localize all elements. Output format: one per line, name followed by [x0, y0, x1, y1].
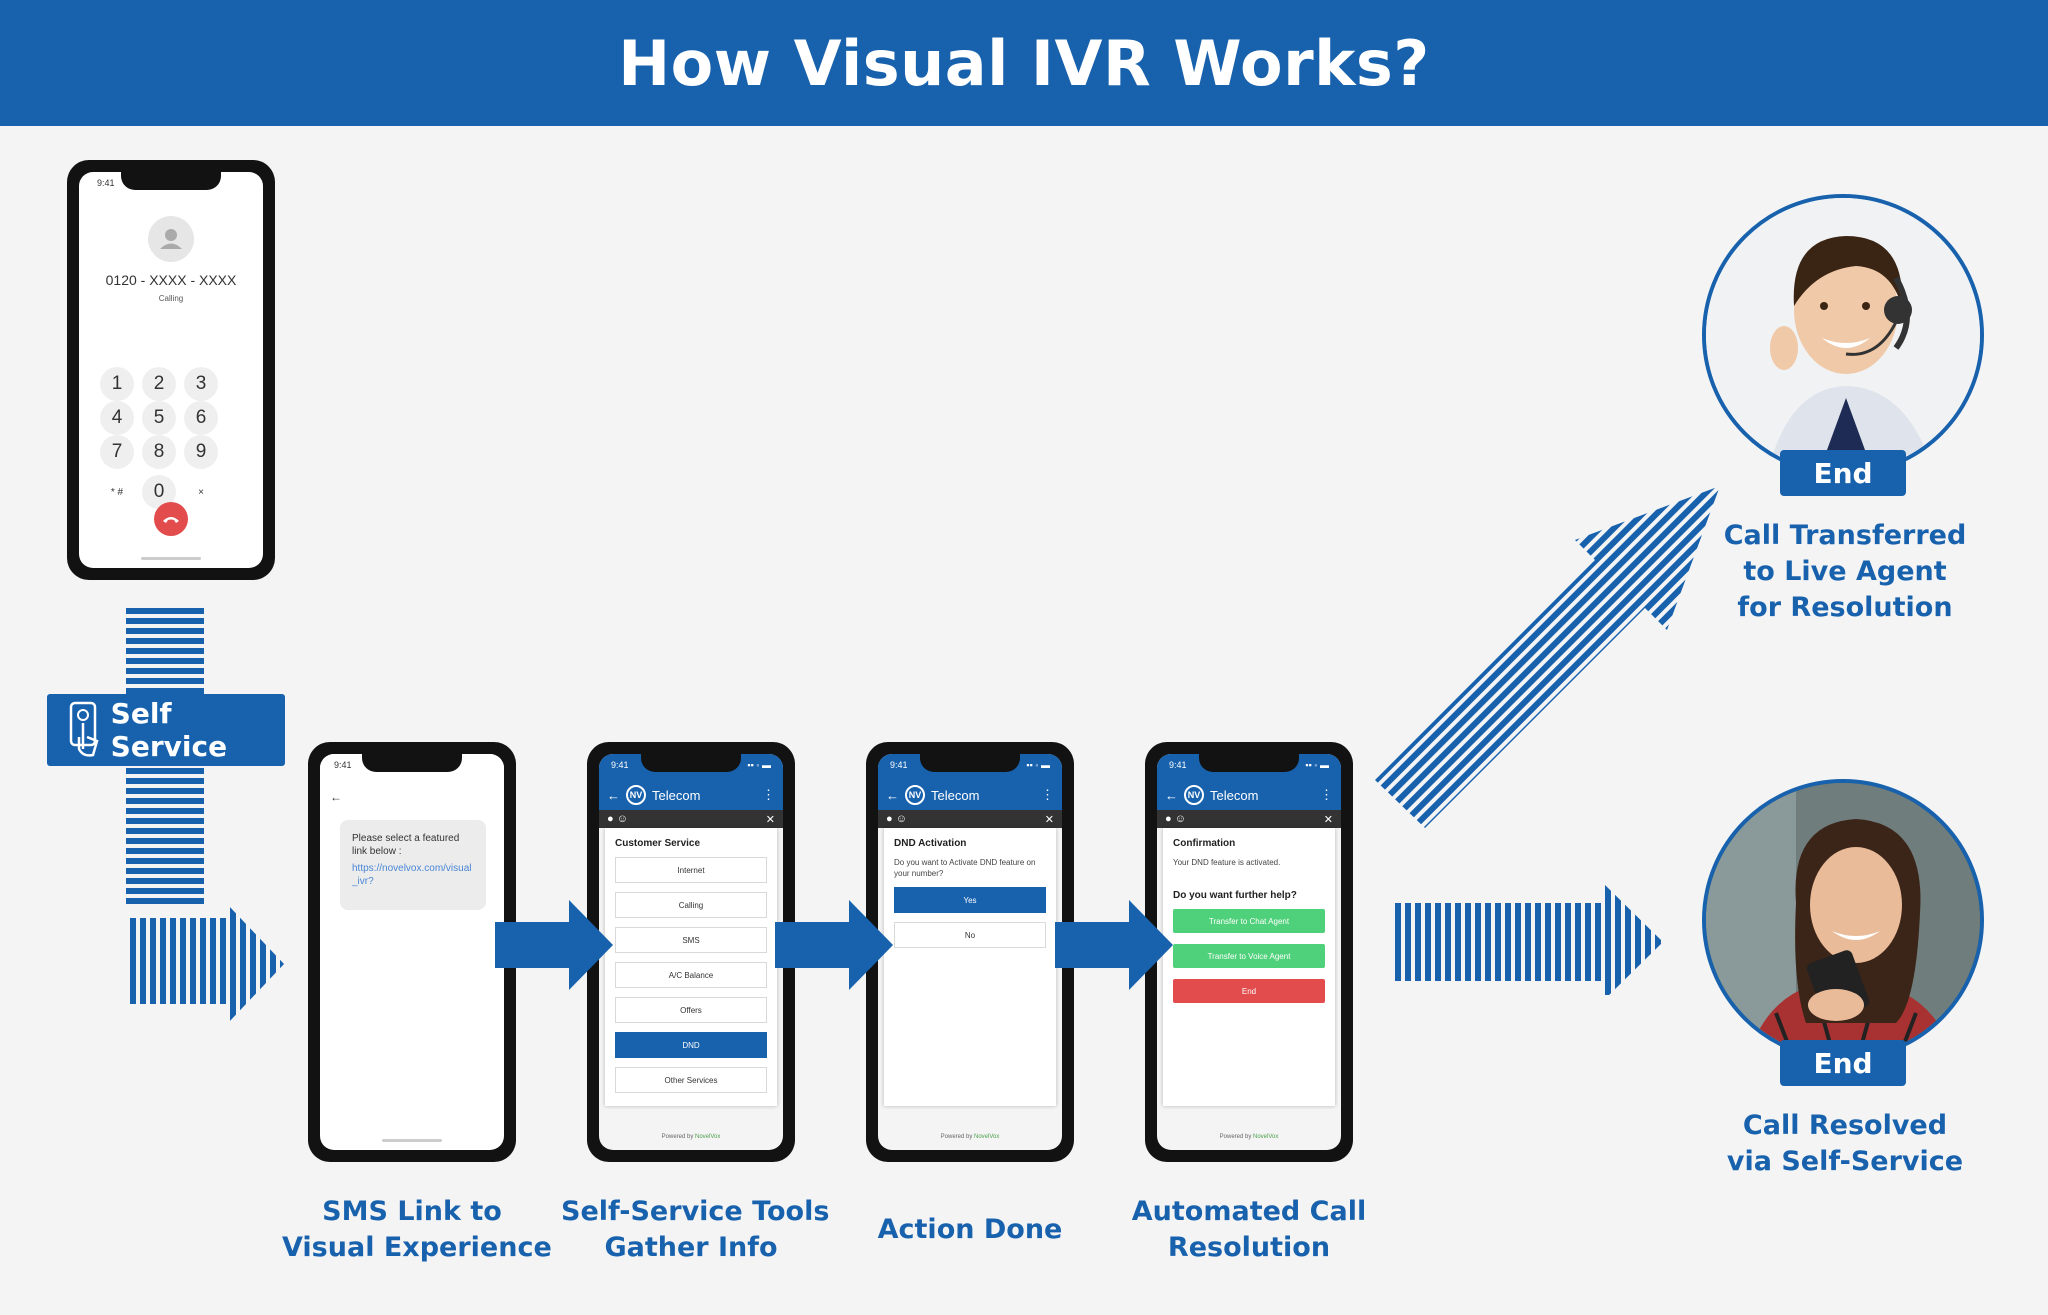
brand-logo-icon: NV — [905, 785, 925, 805]
status-time: 9:41 — [97, 178, 115, 188]
confirmation-title: Confirmation — [1173, 838, 1236, 849]
keypad-key[interactable]: × — [198, 486, 204, 498]
end-tag-self-service: End — [1780, 1040, 1906, 1086]
live-agent-photo — [1702, 194, 1984, 476]
keypad-key[interactable]: 5 — [142, 401, 176, 435]
dnd-title: DND Activation — [894, 838, 967, 849]
keypad-key[interactable]: 4 — [100, 401, 134, 435]
flow-arrow-2 — [775, 900, 893, 990]
self-service-flow-arrow — [126, 608, 284, 1023]
sms-phone: 9:41 ← Please select a featured link bel… — [308, 742, 516, 1162]
transfer-chat-button[interactable]: Transfer to Chat Agent — [1173, 909, 1325, 933]
dnd-question: Do you want to Activate DND feature on y… — [894, 858, 1036, 878]
user-icon — [160, 229, 182, 249]
brand-logo-icon: NV — [626, 785, 646, 805]
chat-icon: ● ☺ — [607, 813, 628, 825]
end-button[interactable]: End — [1173, 979, 1325, 1003]
keypad-key[interactable]: 6 — [184, 401, 218, 435]
sms-link[interactable]: https://novelvox.com/visual_ivr? — [352, 863, 472, 887]
keypad-key[interactable]: 9 — [184, 435, 218, 469]
chat-icon: ● ☺ — [1165, 813, 1186, 825]
page-title: How Visual IVR Works? — [618, 26, 1430, 100]
back-arrow-icon[interactable]: ← — [330, 790, 342, 804]
title-banner: How Visual IVR Works? — [0, 0, 2048, 126]
keypad-key[interactable]: * # — [110, 486, 124, 498]
end-tag-live-agent: End — [1780, 450, 1906, 496]
self-service-user-photo — [1702, 779, 1984, 1061]
close-icon[interactable]: ✕ — [1323, 813, 1333, 826]
self-service-resolved-arrow — [1395, 885, 1663, 995]
menu-option[interactable]: A/C Balance — [615, 962, 767, 988]
brand-logo-icon: NV — [1184, 785, 1204, 805]
more-menu-icon[interactable]: ⋮ — [1041, 787, 1054, 802]
confirmation-message: Your DND feature is activated. — [1173, 858, 1281, 867]
menu-option[interactable]: DND — [615, 1032, 767, 1058]
keypad-key[interactable]: 3 — [184, 367, 218, 401]
contact-avatar — [148, 216, 194, 262]
back-arrow-icon[interactable]: ← — [607, 787, 620, 803]
close-icon[interactable]: ✕ — [765, 813, 775, 826]
flow-arrow-3 — [1055, 900, 1173, 990]
step-caption-action-done: Action Done — [877, 1214, 1063, 1245]
phone-hangup-icon — [163, 517, 179, 523]
self-service-label: Self Service — [110, 697, 228, 763]
further-help-question: Do you want further help? — [1173, 890, 1297, 901]
live-agent-transfer-arrow — [1375, 486, 1720, 828]
phone-touch-icon — [69, 701, 99, 757]
brand-logo: NovelVox — [1253, 1134, 1279, 1140]
close-icon[interactable]: ✕ — [1044, 813, 1054, 826]
menu-option[interactable]: Internet — [615, 857, 767, 883]
more-menu-icon[interactable]: ⋮ — [1320, 787, 1333, 802]
sms-message: Please select a featured link below : — [352, 833, 460, 857]
keypad-key[interactable]: 2 — [142, 367, 176, 401]
chat-icon: ● ☺ — [886, 813, 907, 825]
no-button[interactable]: No — [894, 922, 1046, 948]
headset-agent-icon — [1706, 198, 1980, 472]
flow-arrow-1 — [495, 900, 613, 990]
menu-option[interactable]: SMS — [615, 927, 767, 953]
brand-logo: NovelVox — [695, 1134, 721, 1140]
keypad-key[interactable]: 8 — [142, 435, 176, 469]
back-arrow-icon[interactable]: ← — [886, 787, 899, 803]
yes-button[interactable]: Yes — [894, 887, 1046, 913]
back-arrow-icon[interactable]: ← — [1165, 787, 1178, 803]
dialed-number: 0120 - XXXX - XXXX — [105, 272, 237, 288]
menu-option[interactable]: Calling — [615, 892, 767, 918]
call-status: Calling — [158, 294, 184, 303]
user-with-phone-icon — [1706, 783, 1980, 1057]
transfer-voice-button[interactable]: Transfer to Voice Agent — [1173, 944, 1325, 968]
menu-option[interactable]: Other Services — [615, 1067, 767, 1093]
sms-bubble: Please select a featured link below : ht… — [340, 820, 486, 910]
keypad-key[interactable]: 7 — [100, 435, 134, 469]
self-service-badge: Self Service — [47, 694, 285, 766]
keypad-key[interactable]: 1 — [100, 367, 134, 401]
menu-option[interactable]: Offers — [615, 997, 767, 1023]
menu-title: Customer Service — [615, 838, 701, 849]
hangup-button[interactable] — [154, 502, 188, 536]
more-menu-icon[interactable]: ⋮ — [762, 787, 775, 802]
brand-logo: NovelVox — [974, 1134, 1000, 1140]
